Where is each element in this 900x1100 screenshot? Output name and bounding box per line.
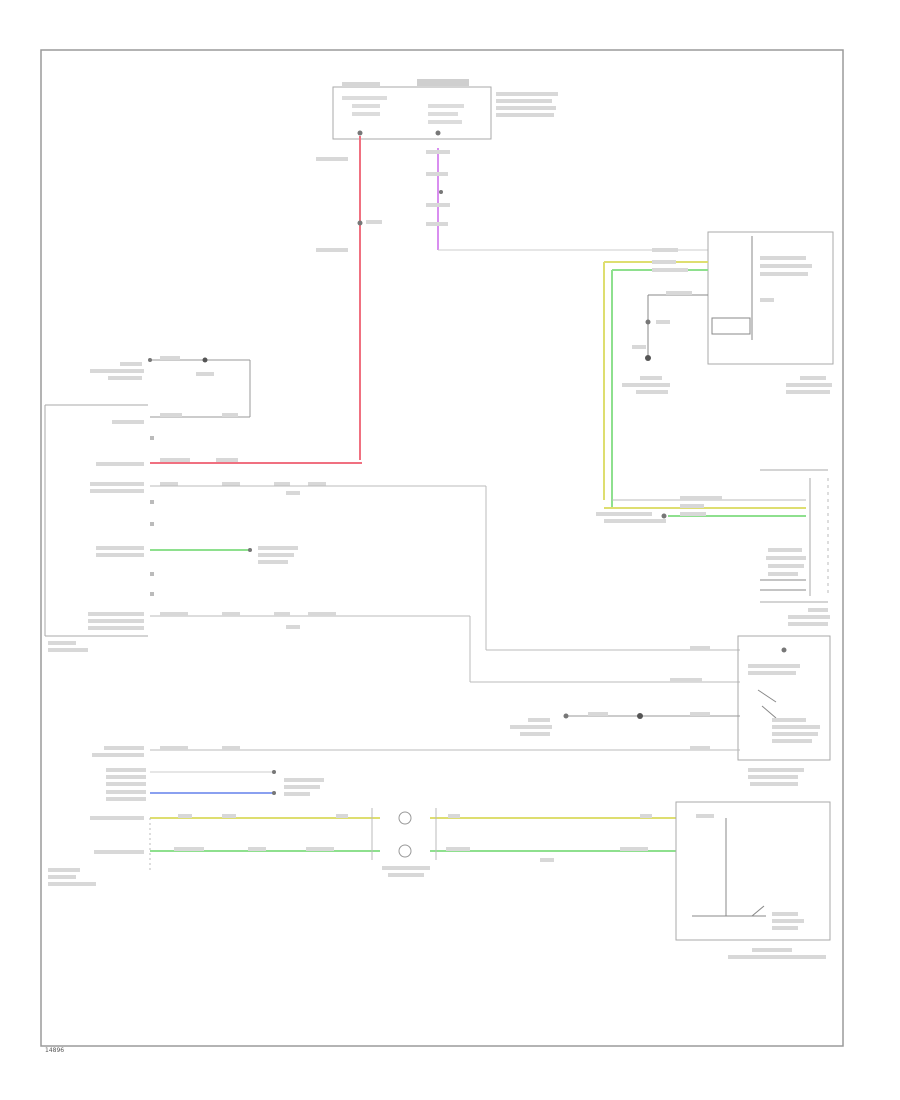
- upper-right-switch-component: [603, 231, 834, 508]
- lower-left-wiring: [48, 746, 676, 886]
- red-wire-battery-feed: [150, 136, 382, 464]
- page-frame: [40, 49, 844, 1047]
- ignition-terminal-right: [435, 130, 441, 136]
- ignition-terminal-left: [357, 130, 363, 136]
- steering-switch-component: [675, 801, 831, 959]
- clockspring-bottom: [398, 844, 412, 858]
- left-control-module: [44, 356, 740, 683]
- instrument-panel-component: [150, 635, 831, 786]
- clockspring-top: [398, 811, 412, 825]
- violet-wire: [426, 148, 708, 251]
- diagram-id: 14896: [45, 1047, 64, 1054]
- ignition-switch-label-block: [417, 79, 469, 86]
- right-middle-component: [596, 469, 830, 626]
- ignition-switch-component: [332, 79, 558, 140]
- red-wire-splice: [357, 220, 363, 226]
